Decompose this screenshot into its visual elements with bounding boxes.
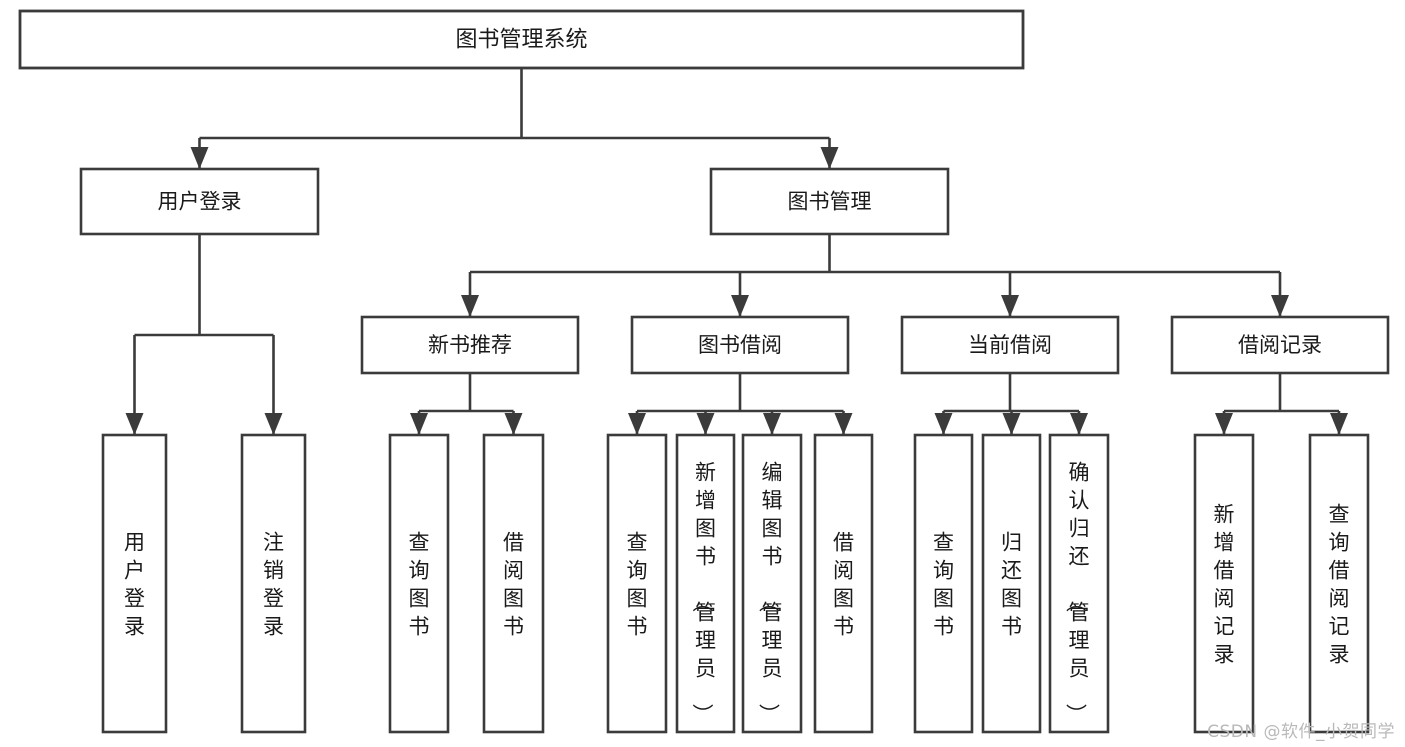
node-logout-leaf[interactable]: 注销登录 [240,433,307,734]
new-book-recommend-arrow-0 [410,413,428,435]
book-management-arrow-0 [461,295,479,317]
book-management-arrow-2 [1001,295,1019,317]
node-root-system[interactable]: 图书管理系统 [18,9,1025,70]
node-query-book-1-label: 查询图书 [409,530,430,638]
node-user-login-label: 用户登录 [158,190,242,214]
user-login-arrow-1 [264,413,283,435]
node-query-book-3-label: 查询图书 [933,530,954,638]
node-root-system-label: 图书管理系统 [455,28,587,53]
node-query-book-3[interactable]: 查询图书 [913,433,974,734]
node-return-book-rect [981,433,1042,734]
book-borrow-arrow-0 [628,413,646,435]
node-book-borrow[interactable]: 图书借阅 [630,315,850,375]
borrow-records-arrow-1 [1330,413,1348,435]
node-root-system-rect [18,9,1025,70]
node-query-book-2[interactable]: 查询图书 [606,433,668,734]
node-add-borrow-record-label: 新增借阅记录 [1214,502,1235,666]
node-borrow-records-rect [1170,315,1390,375]
current-borrow-arrow-0 [934,413,953,435]
node-current-borrow-label: 当前借阅 [968,333,1052,357]
root-arrow-0 [190,147,209,169]
node-return-book-label: 归还图书 [1001,530,1022,638]
node-edit-book-admin-label: 编辑图书（管理员） [757,460,783,724]
node-user-login-leaf-rect [101,433,168,734]
node-new-book-recommend-rect [360,315,580,375]
node-query-borrow-record-label: 查询借阅记录 [1329,502,1350,666]
node-current-borrow[interactable]: 当前借阅 [900,315,1120,375]
node-new-book-recommend-label: 新书推荐 [428,333,512,357]
node-add-borrow-record[interactable]: 新增借阅记录 [1193,433,1255,734]
node-book-management-label: 图书管理 [788,190,872,214]
root-arrow-1 [820,147,839,169]
node-logout-leaf-rect [240,433,307,734]
node-confirm-return-admin[interactable]: 确认归还（管理员） [1048,433,1110,734]
node-user-login[interactable]: 用户登录 [79,167,320,236]
book-borrow-arrow-3 [834,413,853,435]
book-borrow-arrow-1 [696,413,715,435]
csdn-watermark: CSDN @软件_小贺同学 [1207,722,1395,742]
node-logout-leaf-label: 注销登录 [263,530,284,638]
node-query-book-2-rect [606,433,668,734]
node-borrow-book-1-label: 借阅图书 [503,530,524,638]
node-borrow-book-1-rect [482,433,545,734]
node-book-management-rect [709,167,950,236]
node-current-borrow-rect [900,315,1120,375]
nodes-layer: 图书管理系统用户登录用户登录注销登录图书管理新书推荐查询图书借阅图书图书借阅查询… [18,9,1390,734]
node-user-login-leaf-label: 用户登录 [124,530,145,638]
node-return-book[interactable]: 归还图书 [981,433,1042,734]
node-borrow-book-2-label: 借阅图书 [833,530,854,638]
node-book-borrow-label: 图书借阅 [698,333,782,357]
borrow-records-arrow-0 [1215,413,1233,435]
node-add-book-admin-label: 新增图书（管理员） [690,460,716,724]
node-query-borrow-record-rect [1308,433,1370,734]
book-management-arrow-3 [1271,295,1289,317]
node-new-book-recommend[interactable]: 新书推荐 [360,315,580,375]
node-add-book-admin[interactable]: 新增图书（管理员） [675,433,736,734]
node-add-book-admin-rect [675,433,736,734]
connectors-layer [125,68,1348,435]
node-query-borrow-record[interactable]: 查询借阅记录 [1308,433,1370,734]
node-confirm-return-admin-rect [1048,433,1110,734]
node-query-book-1-rect [388,433,450,734]
node-confirm-return-admin-label: 确认归还（管理员） [1064,460,1090,724]
user-login-arrow-0 [125,413,144,435]
book-borrow-arrow-2 [763,413,781,435]
node-borrow-records-label: 借阅记录 [1238,333,1322,357]
node-borrow-book-2-rect [813,433,874,734]
node-edit-book-admin[interactable]: 编辑图书（管理员） [741,433,803,734]
node-query-book-2-label: 查询图书 [627,530,648,638]
node-borrow-book-1[interactable]: 借阅图书 [482,433,545,734]
node-query-book-3-rect [913,433,974,734]
node-book-borrow-rect [630,315,850,375]
current-borrow-arrow-1 [1002,413,1021,435]
node-user-login-leaf[interactable]: 用户登录 [101,433,168,734]
current-borrow-arrow-2 [1070,413,1088,435]
node-edit-book-admin-rect [741,433,803,734]
node-query-book-1[interactable]: 查询图书 [388,433,450,734]
node-user-login-rect [79,167,320,236]
node-add-borrow-record-rect [1193,433,1255,734]
book-management-arrow-1 [731,295,749,317]
node-borrow-records[interactable]: 借阅记录 [1170,315,1390,375]
node-book-management[interactable]: 图书管理 [709,167,950,236]
new-book-recommend-arrow-1 [504,413,523,435]
node-borrow-book-2[interactable]: 借阅图书 [813,433,874,734]
